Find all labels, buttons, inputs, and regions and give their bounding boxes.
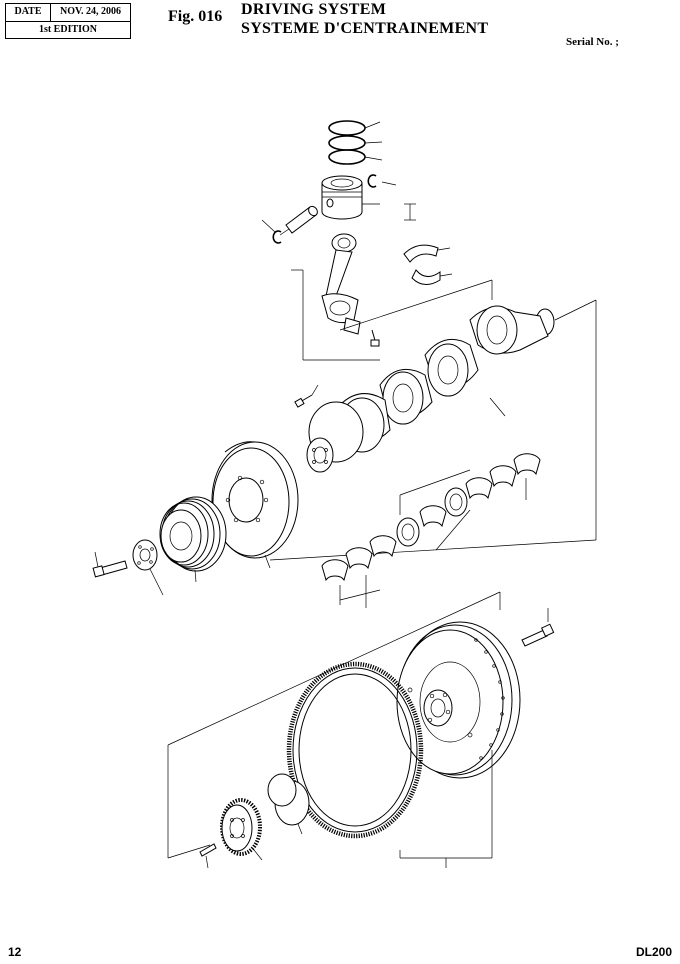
flywheel-bolt [521, 608, 555, 647]
dowel-pin [199, 843, 217, 869]
figure-number: Fig. 016 [168, 8, 223, 25]
piston-pin [279, 205, 318, 236]
serial-number-label: Serial No. ; [566, 36, 619, 48]
crankshaft [306, 305, 555, 473]
snap-ring [261, 174, 397, 244]
piston-ring-set [328, 120, 383, 165]
crankshaft-bracket [269, 279, 597, 561]
crankshaft-gear [220, 798, 263, 861]
page-subtitle: SYSTEME D'CENTRAINEMENT [241, 20, 489, 37]
piston [321, 175, 380, 220]
date-label: DATE [6, 4, 51, 21]
page-number: 12 [8, 945, 22, 959]
connecting-rod [321, 233, 380, 347]
model-code: DL200 [635, 945, 672, 959]
pulley-bolt [92, 551, 128, 578]
bearing-brackets [339, 469, 527, 608]
date-value: NOV. 24, 2006 [60, 6, 121, 17]
flywheel-bracket [167, 591, 501, 868]
main-bearing-set [321, 453, 541, 582]
edition-label: 1st EDITION [38, 24, 98, 35]
date-box: DATE NOV. 24, 2006 1st EDITION [5, 3, 131, 39]
pulley-washer [132, 539, 164, 596]
flywheel [396, 621, 521, 779]
page-title: DRIVING SYSTEM [241, 1, 387, 18]
connecting-rod-bearing [403, 244, 453, 285]
vibration-damper [211, 441, 299, 569]
small-bolt [294, 384, 319, 408]
ring-gear [286, 661, 424, 839]
piston-group-bracket [291, 203, 416, 361]
flywheel-timing-holes [474, 638, 505, 760]
wear-sleeve [267, 773, 310, 835]
crankshaft-pulley [159, 496, 227, 583]
